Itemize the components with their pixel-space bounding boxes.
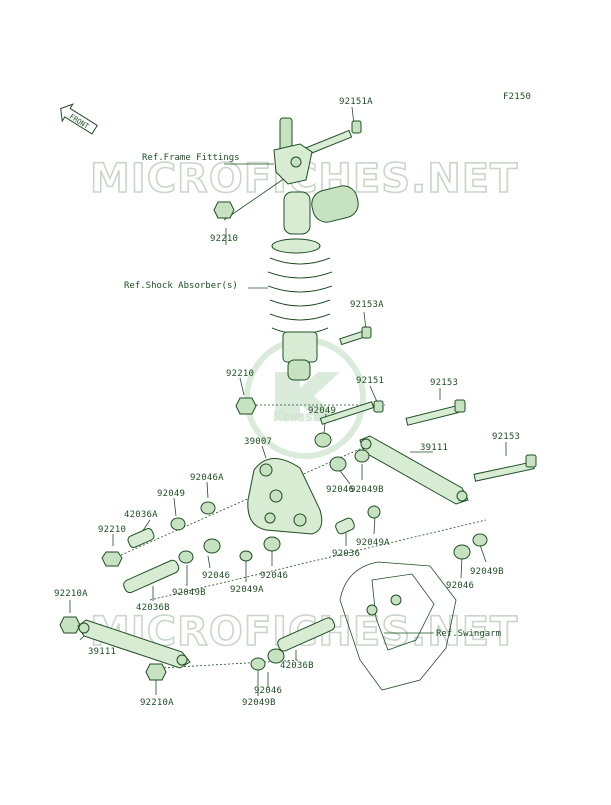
label-92151a: 92151A: [339, 97, 373, 107]
tie-rod-39111-right: [359, 435, 469, 505]
tie-rod-39111-left: [77, 619, 191, 669]
label-92153-lower: 92153: [492, 432, 520, 442]
rocker-arm-39007: [247, 458, 323, 535]
label-92210a-bottom: 92210A: [140, 698, 174, 708]
label-39111-left: 39111: [88, 647, 116, 657]
label-39111-right: 39111: [420, 443, 448, 453]
label-92049b-right: 92049B: [350, 485, 384, 495]
label-92046-right: 92046: [326, 485, 354, 495]
label-92046-left: 92046: [202, 571, 230, 581]
ref-shock-absorber: Ref.Shock Absorber(s): [124, 281, 238, 291]
bushings: [59, 449, 488, 681]
label-92049-b: 92049: [157, 489, 185, 499]
label-92049b-bottom: 92049B: [242, 698, 276, 708]
label-92046-far-right: 92046: [446, 581, 474, 591]
label-92210-mid: 92210: [226, 369, 254, 379]
ref-swingarm: Ref.Swingarm: [436, 629, 501, 639]
label-92046-bottom: 92046: [254, 686, 282, 696]
swingarm-reference: [339, 561, 457, 691]
diagram-code: F2150: [503, 92, 531, 102]
label-92210-left: 92210: [98, 525, 126, 535]
ref-frame-fittings: Ref.Frame Fittings: [142, 153, 240, 163]
front-arrow-icon: FRONT: [60, 103, 98, 135]
label-92049a-right: 92049A: [356, 538, 390, 548]
label-92151: 92151: [356, 376, 384, 386]
shock-absorber: [267, 185, 359, 381]
label-42036b-bottom: 42036B: [280, 661, 314, 671]
sleeve-42036b-bottom: [277, 617, 336, 652]
label-92046-mid: 92046: [260, 571, 288, 581]
nut-92210-mid: [235, 397, 257, 415]
label-42036: 92036: [332, 549, 360, 559]
label-92049b-far-right: 92049B: [470, 567, 504, 577]
nut-92210-top: [213, 201, 235, 219]
label-92049b-left: 92049B: [172, 588, 206, 598]
label-92210a-left: 92210A: [54, 589, 88, 599]
label-39007: 39007: [244, 437, 272, 447]
label-92046a: 92046A: [190, 473, 224, 483]
bolt-92151: [319, 400, 384, 425]
bolt-92153-lower: [473, 454, 537, 482]
label-92049a-mid: 92049A: [230, 585, 264, 595]
label-42036b-left: 42036B: [136, 603, 170, 613]
label-92153a: 92153A: [350, 300, 384, 310]
sleeve-42036b-left: [123, 559, 180, 594]
frame-fitting-bracket: [273, 117, 313, 185]
label-92210-top: 92210: [210, 234, 238, 244]
bolt-92153a: [339, 326, 372, 346]
label-92153-upper: 92153: [430, 378, 458, 388]
label-92049-a: 92049: [308, 406, 336, 416]
label-42036a: 42036A: [124, 510, 158, 520]
collar-92049-a: [314, 432, 332, 448]
bolt-92153-upper: [405, 399, 466, 426]
